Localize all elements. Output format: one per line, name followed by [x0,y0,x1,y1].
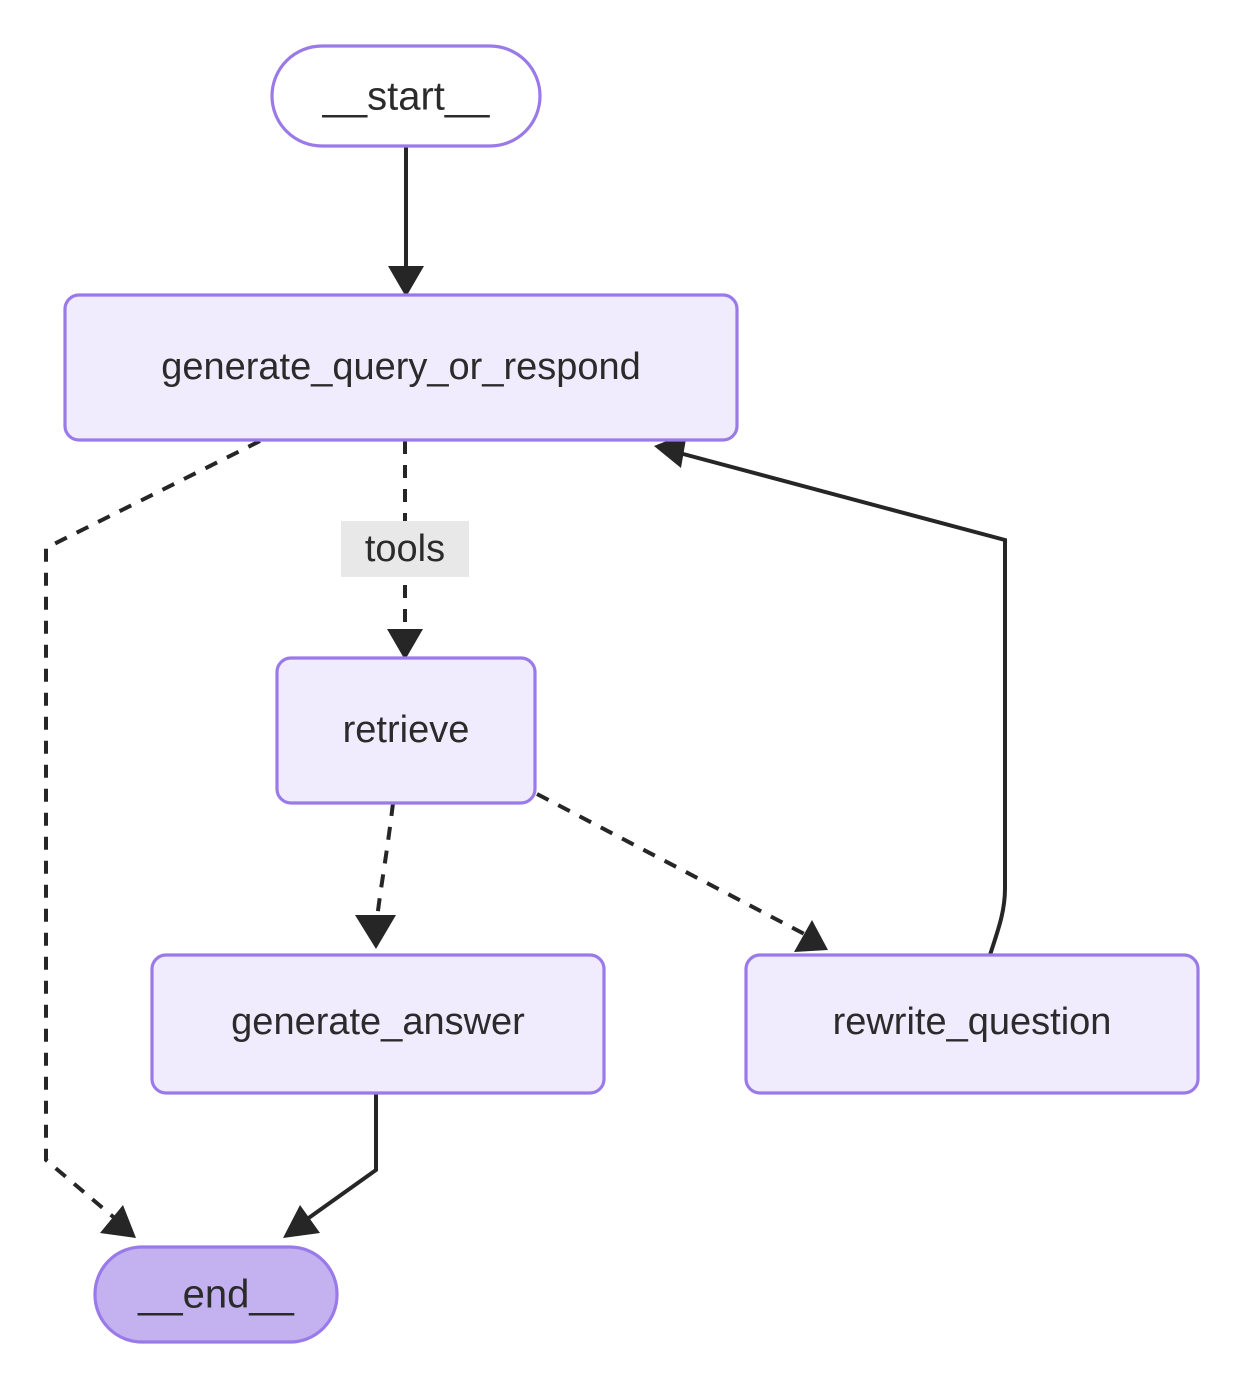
arrowhead-icon [355,915,396,949]
edge-generate-answer-to-end[interactable] [283,1093,378,1238]
node-end-shape [93,1245,339,1344]
nodes-layer: __start__ generate_query_or_respond retr… [63,44,1200,1344]
node-generate-query-or-respond-shape [63,293,739,442]
arrowhead-icon [388,266,424,297]
arrowhead-icon [387,629,423,660]
node-retrieve[interactable]: retrieve [275,656,537,805]
edge-label-tools: tools [341,521,469,577]
node-generate-answer-shape [150,953,606,1095]
arrowhead-icon [283,1205,320,1238]
node-end[interactable]: __end__ [93,1245,339,1344]
arrowhead-icon [794,920,828,952]
node-retrieve-shape [275,656,537,805]
node-generate-answer[interactable]: generate_answer [150,953,606,1095]
edge-path [294,1093,378,1229]
arrowhead-icon [654,433,687,468]
node-rewrite-question[interactable]: rewrite_question [744,953,1200,1095]
edge-path [671,449,1007,956]
edge-rewrite-question-to-generate-query-or-respond[interactable] [654,433,1007,956]
node-start-shape [270,44,542,148]
edge-retrieve-to-generate-answer[interactable] [355,802,396,949]
edge-label-background [341,521,469,577]
edge-start-to-generate-query-or-respond[interactable] [388,146,424,297]
node-rewrite-question-shape [744,953,1200,1095]
node-start[interactable]: __start__ [270,44,542,148]
node-generate-query-or-respond[interactable]: generate_query_or_respond [63,293,739,442]
arrowhead-icon [100,1205,136,1238]
edge-path [44,439,261,1228]
edge-generate-query-or-respond-to-end[interactable] [44,439,261,1238]
edge-path [374,802,395,931]
edge-path [536,792,813,940]
edge-retrieve-to-rewrite-question[interactable] [536,792,828,952]
